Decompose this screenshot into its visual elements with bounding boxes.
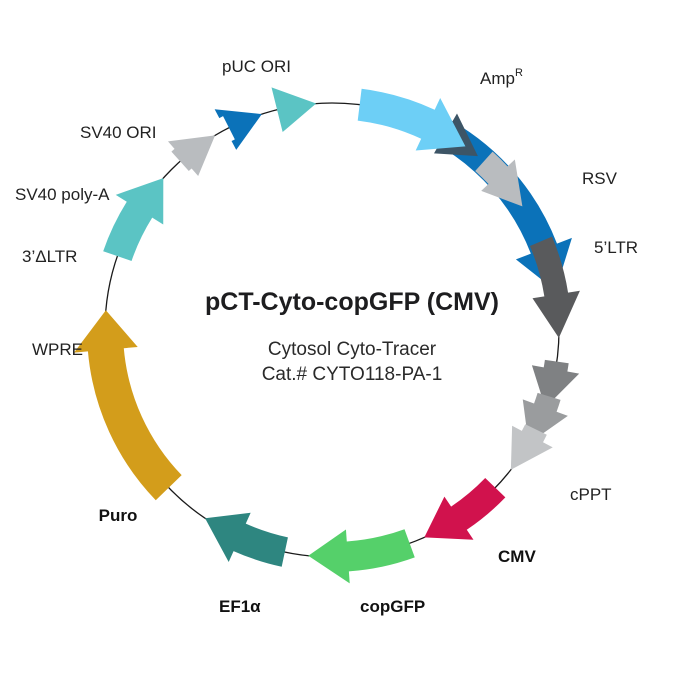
- ltr5-label: 5’LTR: [594, 238, 638, 257]
- wpre-arrow: [103, 178, 164, 261]
- cmv-label-text: CMV: [498, 547, 536, 566]
- puro-label: Puro: [99, 506, 138, 525]
- cmv-label: CMV: [498, 547, 536, 566]
- puro-arrow: [73, 310, 182, 501]
- gray1-arrow: [529, 236, 580, 338]
- sv40pa-label: SV40 poly-A: [15, 185, 110, 204]
- copgfp-label-text: copGFP: [360, 597, 425, 616]
- ampr-label-superscript: R: [515, 67, 523, 79]
- ef1a-arrow: [205, 512, 288, 567]
- puc-label-text: pUC ORI: [222, 57, 291, 76]
- copgfp-arrow: [308, 529, 415, 584]
- cmv-arrow: [424, 477, 506, 540]
- wpre-label-text: WPRE: [32, 340, 83, 359]
- plasmid-name: pCT-Cyto-copGFP (CMV): [205, 288, 499, 316]
- feature-arrows: [73, 87, 580, 584]
- feature-labels: AmpR RSV 5’LTR cPPT CMV copGFP EF1α Puro WPRE 3’Δ…: [15, 57, 638, 616]
- rsv-label-text: RSV: [582, 169, 618, 188]
- sv40ori-label: SV40 ORI: [80, 123, 157, 142]
- puc-arrow: [357, 88, 466, 151]
- ltr5-arrow: [475, 151, 523, 207]
- ltr3-label: 3’ΔLTR: [22, 247, 77, 266]
- sv40pa-label-text: SV40 poly-A: [15, 185, 110, 204]
- cppt-arrow: [510, 424, 553, 470]
- cppt-label-text: cPPT: [570, 485, 612, 504]
- ampr-label-text: Amp: [480, 69, 515, 88]
- cppt-label: cPPT: [570, 485, 612, 504]
- plasmid-subtitle-line1: Cytosol Cyto-Tracer: [268, 339, 437, 360]
- ef1a-label-text: EF1α: [219, 597, 261, 616]
- ltr5-label-text: 5’LTR: [594, 238, 638, 257]
- puro-label-text: Puro: [99, 506, 138, 525]
- ltr3-arrow: [167, 135, 216, 177]
- sv40pa-arrow: [214, 109, 262, 150]
- ampr-label: AmpR: [480, 67, 523, 88]
- wpre-label: WPRE: [32, 340, 83, 359]
- sv40ori-label-text: SV40 ORI: [80, 123, 157, 142]
- puc-label: pUC ORI: [222, 57, 291, 76]
- copgfp-label: copGFP: [360, 597, 425, 616]
- ef1a-label: EF1α: [219, 597, 261, 616]
- ltr3-label-text: 3’ΔLTR: [22, 247, 77, 266]
- rsv-label: RSV: [582, 169, 618, 188]
- sv40ori-arrow: [271, 87, 317, 133]
- plasmid-subtitle-line2: Cat.# CYTO118-PA-1: [262, 364, 443, 385]
